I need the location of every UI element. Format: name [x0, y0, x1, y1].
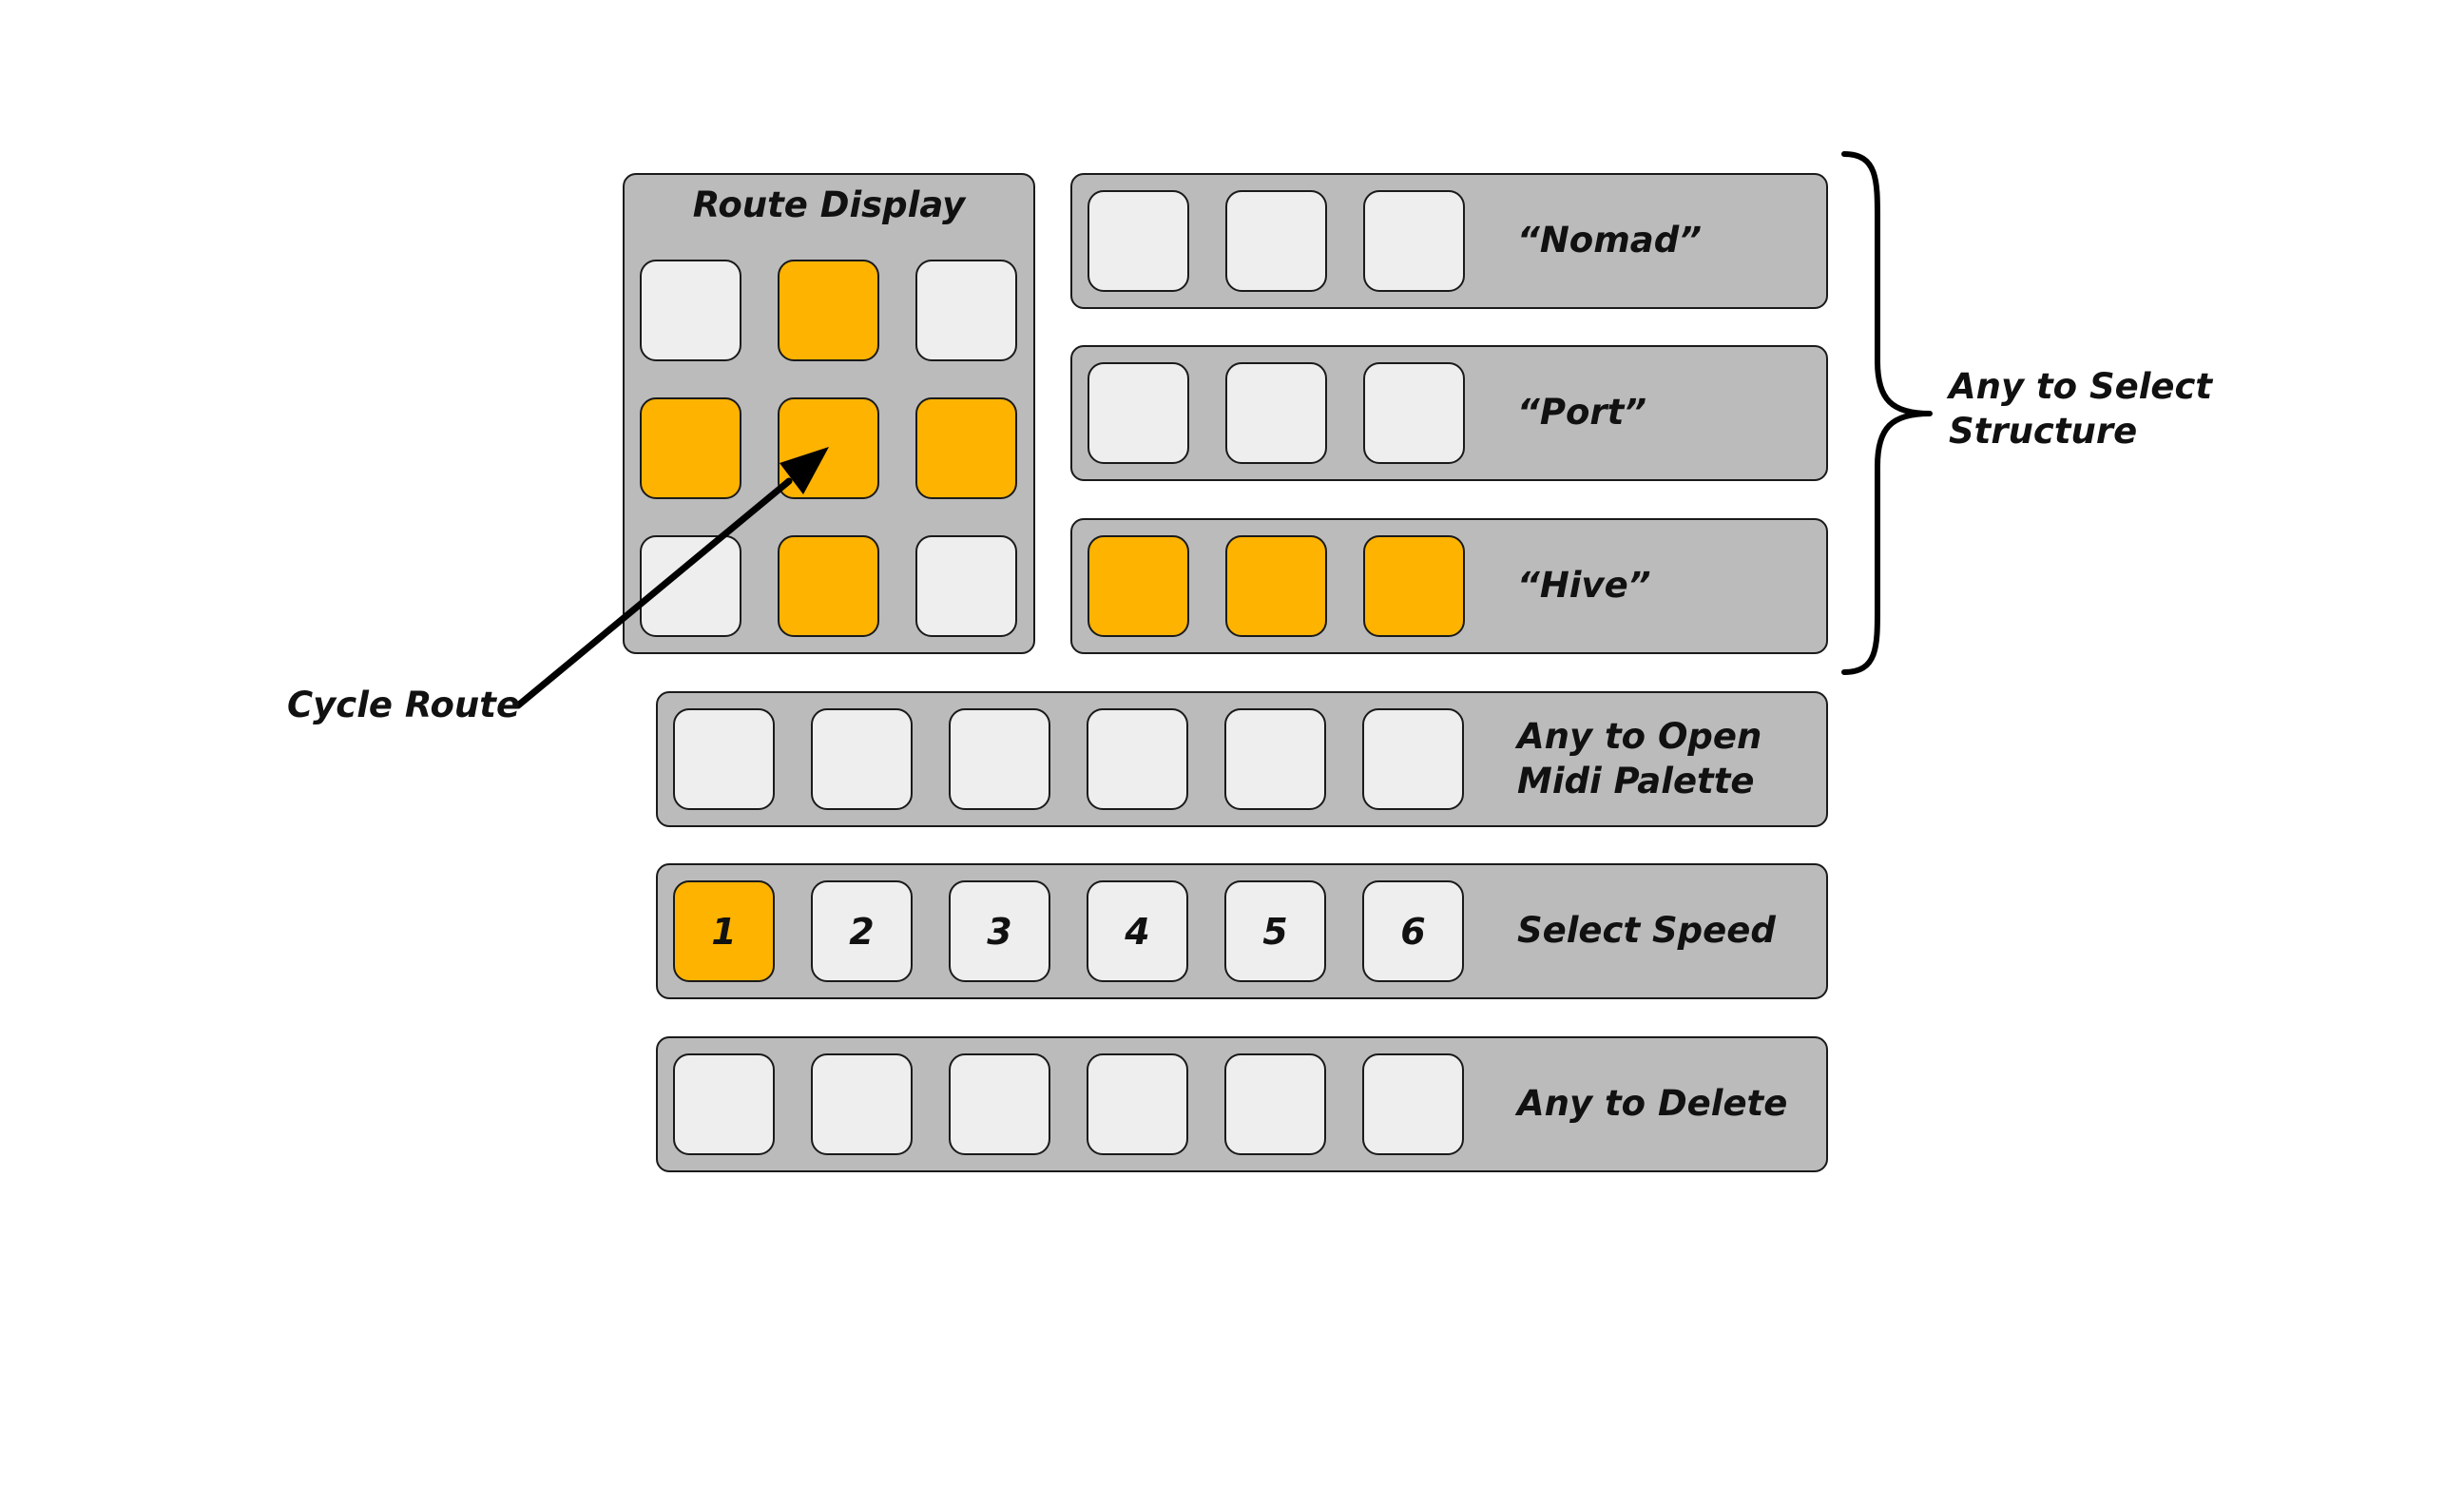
structure-label: “Port” — [1517, 392, 1647, 433]
speed-pad-4[interactable]: 4 — [1087, 880, 1188, 982]
structure-pad[interactable] — [1088, 190, 1189, 292]
delete-row: Any to Delete — [656, 1036, 1828, 1172]
structure-row-hive: “Hive” — [1070, 518, 1828, 654]
delete-label: Any to Delete — [1517, 1083, 1788, 1124]
structure-pad[interactable] — [1088, 362, 1189, 464]
structure-note-line2: Structure — [1949, 411, 2138, 452]
route-pad[interactable] — [778, 535, 879, 637]
midi-palette-row: Any to Open Midi Palette — [656, 691, 1828, 827]
structure-pad[interactable] — [1363, 362, 1465, 464]
midi-pad[interactable] — [811, 708, 913, 810]
speed-row: 1 2 3 4 5 6 Select Speed — [656, 863, 1828, 999]
delete-pad[interactable] — [1362, 1053, 1464, 1155]
midi-label-line1: Any to Open — [1517, 716, 1762, 757]
route-pad[interactable] — [778, 260, 879, 361]
speed-label: Select Speed — [1517, 910, 1776, 951]
delete-pad[interactable] — [1224, 1053, 1326, 1155]
route-pad[interactable] — [915, 535, 1017, 637]
midi-pad[interactable] — [1362, 708, 1464, 810]
structure-pad[interactable] — [1363, 535, 1465, 637]
structure-pad[interactable] — [1225, 190, 1327, 292]
route-pad[interactable] — [640, 535, 741, 637]
cycle-route-label: Cycle Route — [287, 685, 521, 725]
route-pad[interactable] — [915, 397, 1017, 499]
midi-pad[interactable] — [1087, 708, 1188, 810]
route-pad[interactable] — [915, 260, 1017, 361]
structure-pad[interactable] — [1225, 362, 1327, 464]
structure-label: “Hive” — [1517, 565, 1651, 606]
route-pad[interactable] — [640, 260, 741, 361]
route-display-panel: Route Display — [623, 173, 1035, 654]
speed-pad-6[interactable]: 6 — [1362, 880, 1464, 982]
speed-pad-5[interactable]: 5 — [1224, 880, 1326, 982]
arrow-line — [514, 477, 793, 709]
structure-pad[interactable] — [1088, 535, 1189, 637]
midi-pad[interactable] — [1224, 708, 1326, 810]
delete-pad[interactable] — [811, 1053, 913, 1155]
midi-pad[interactable] — [949, 708, 1050, 810]
midi-label-line2: Midi Palette — [1517, 761, 1755, 801]
route-display-title: Route Display — [692, 184, 966, 225]
arrow-head-icon — [780, 447, 829, 494]
structure-row-port: “Port” — [1070, 345, 1828, 481]
delete-pad[interactable] — [1087, 1053, 1188, 1155]
route-pad[interactable] — [640, 397, 741, 499]
structure-pad[interactable] — [1363, 190, 1465, 292]
structure-note-line1: Any to Select — [1949, 366, 2213, 407]
structure-pad[interactable] — [1225, 535, 1327, 637]
speed-pad-3[interactable]: 3 — [949, 880, 1050, 982]
speed-pad-1[interactable]: 1 — [673, 880, 775, 982]
speed-pad-2[interactable]: 2 — [811, 880, 913, 982]
delete-pad[interactable] — [949, 1053, 1050, 1155]
midi-pad[interactable] — [673, 708, 775, 810]
delete-pad[interactable] — [673, 1053, 775, 1155]
structure-label: “Nomad” — [1517, 220, 1703, 261]
structure-row-nomad: “Nomad” — [1070, 173, 1828, 309]
brace-icon — [1841, 151, 1933, 675]
